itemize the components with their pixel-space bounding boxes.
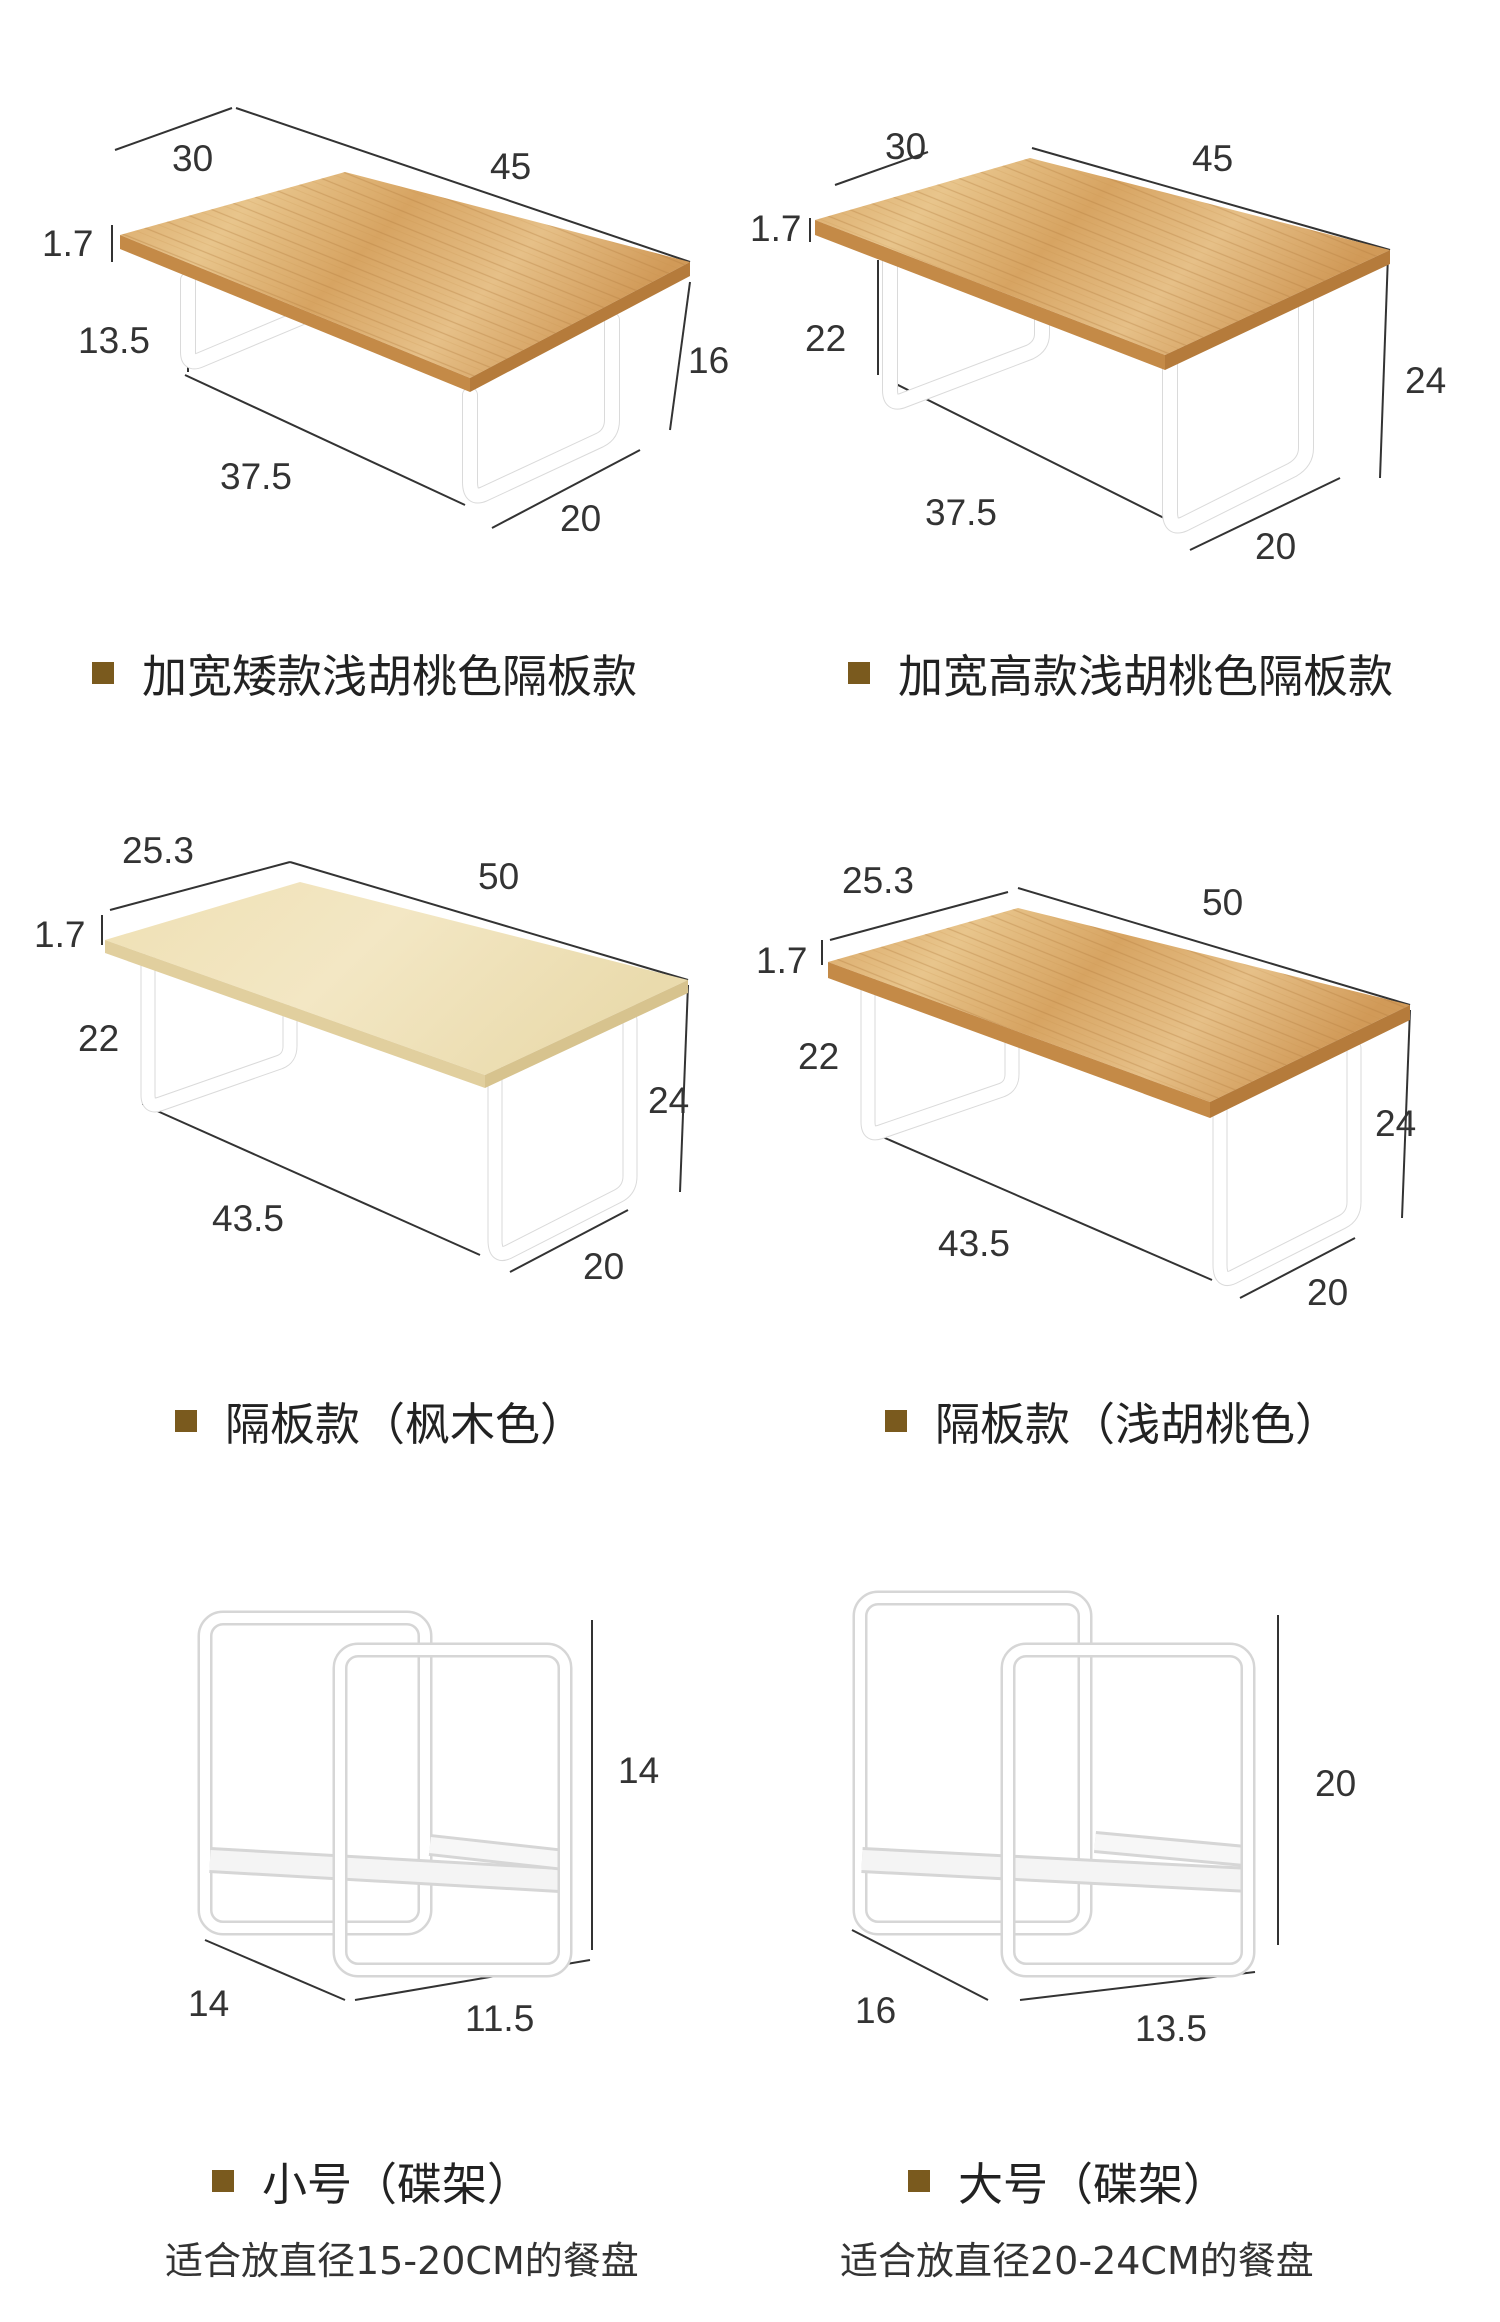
dim-width: 30 — [885, 126, 927, 167]
dim-leg-height: 22 — [805, 318, 847, 359]
product-note: 适合放直径20-24CM的餐盘 — [840, 2239, 1314, 2283]
product-caption: 大号（碟架） — [908, 2148, 1228, 2213]
dim-length: 45 — [490, 146, 532, 187]
dim-base-width: 20 — [583, 1246, 625, 1287]
shelf-illustration — [809, 147, 1391, 551]
shelf-illustration — [821, 887, 1411, 1299]
dim-width: 13.5 — [1135, 2008, 1208, 2049]
dim-total-height: 24 — [648, 1080, 690, 1121]
dim-base-length: 37.5 — [220, 456, 293, 497]
product-card-3: 25.3 50 1.7 22 24 43.5 20 隔板款（枫木色） — [0, 800, 750, 1520]
dim-length: 50 — [1202, 882, 1244, 923]
dim-total-height: 24 — [1375, 1103, 1417, 1144]
product-name: 隔板款（浅胡桃色） — [935, 1398, 1341, 1451]
dim-leg-height: 22 — [798, 1036, 840, 1077]
product-card-2: 30 45 1.7 22 24 37.5 20 加宽高款浅胡桃色隔板款 — [750, 0, 1500, 740]
dim-thickness: 1.7 — [750, 208, 802, 249]
dim-height: 14 — [618, 1750, 660, 1791]
shelf-illustration — [101, 861, 689, 1273]
dim-leg-height: 22 — [78, 1018, 120, 1059]
product-note: 适合放直径15-20CM的餐盘 — [165, 2239, 639, 2283]
dim-total-height: 16 — [688, 340, 730, 381]
caption-bullet — [885, 1409, 907, 1432]
product-card-5: 14 14 11.5 小号（碟架） 适合放直径15-20CM的餐盘 — [0, 1560, 750, 2322]
caption-bullet — [908, 2169, 930, 2192]
product-name: 大号（碟架） — [958, 2158, 1229, 2211]
dim-width: 25.3 — [122, 830, 195, 871]
dim-base-width: 20 — [1255, 526, 1297, 567]
product-card-1: 30 45 1.7 13.5 16 37.5 20 加宽矮款浅胡桃色隔板款 — [0, 0, 750, 740]
product-name: 加宽高款浅胡桃色隔板款 — [898, 650, 1394, 703]
dish-rack-illustration — [197, 1610, 593, 2001]
dim-base-width: 20 — [560, 498, 602, 539]
product-caption: 小号（碟架） — [212, 2148, 532, 2213]
product-card-6: 20 16 13.5 大号（碟架） 适合放直径20-24CM的餐盘 — [750, 1560, 1500, 2322]
caption-bullet — [212, 2169, 234, 2192]
product-caption: 加宽矮款浅胡桃色隔板款 — [92, 640, 637, 705]
dim-thickness: 1.7 — [42, 223, 94, 264]
dim-width: 30 — [172, 138, 214, 179]
caption-bullet — [175, 1409, 197, 1432]
product-caption: 加宽高款浅胡桃色隔板款 — [848, 640, 1393, 705]
caption-bullet — [92, 661, 114, 684]
dim-depth: 14 — [188, 1983, 230, 2024]
dim-base-width: 20 — [1307, 1272, 1349, 1313]
dim-total-height: 24 — [1405, 360, 1447, 401]
dim-width: 25.3 — [842, 860, 915, 901]
dim-height: 20 — [1315, 1763, 1357, 1804]
dim-length: 45 — [1192, 138, 1234, 179]
dim-depth: 16 — [855, 1990, 897, 2031]
dim-base-length: 37.5 — [925, 492, 998, 533]
product-name: 小号（碟架） — [262, 2158, 533, 2211]
caption-bullet — [848, 661, 870, 684]
dim-width: 11.5 — [465, 1998, 535, 2039]
dish-rack-illustration — [851, 1590, 1279, 2001]
product-name: 隔板款（枫木色） — [225, 1398, 586, 1451]
dim-base-length: 43.5 — [212, 1198, 285, 1239]
dim-leg-height: 13.5 — [78, 320, 151, 361]
product-name: 加宽矮款浅胡桃色隔板款 — [142, 650, 638, 703]
dim-length: 50 — [478, 856, 520, 897]
dim-thickness: 1.7 — [756, 940, 808, 981]
dim-base-length: 43.5 — [938, 1223, 1011, 1264]
shelf-illustration — [111, 107, 691, 529]
product-caption: 隔板款（浅胡桃色） — [885, 1388, 1340, 1453]
product-caption: 隔板款（枫木色） — [175, 1388, 585, 1453]
product-card-4: 25.3 50 1.7 22 24 43.5 20 隔板款（浅胡桃色） — [750, 800, 1500, 1520]
dim-thickness: 1.7 — [34, 914, 86, 955]
